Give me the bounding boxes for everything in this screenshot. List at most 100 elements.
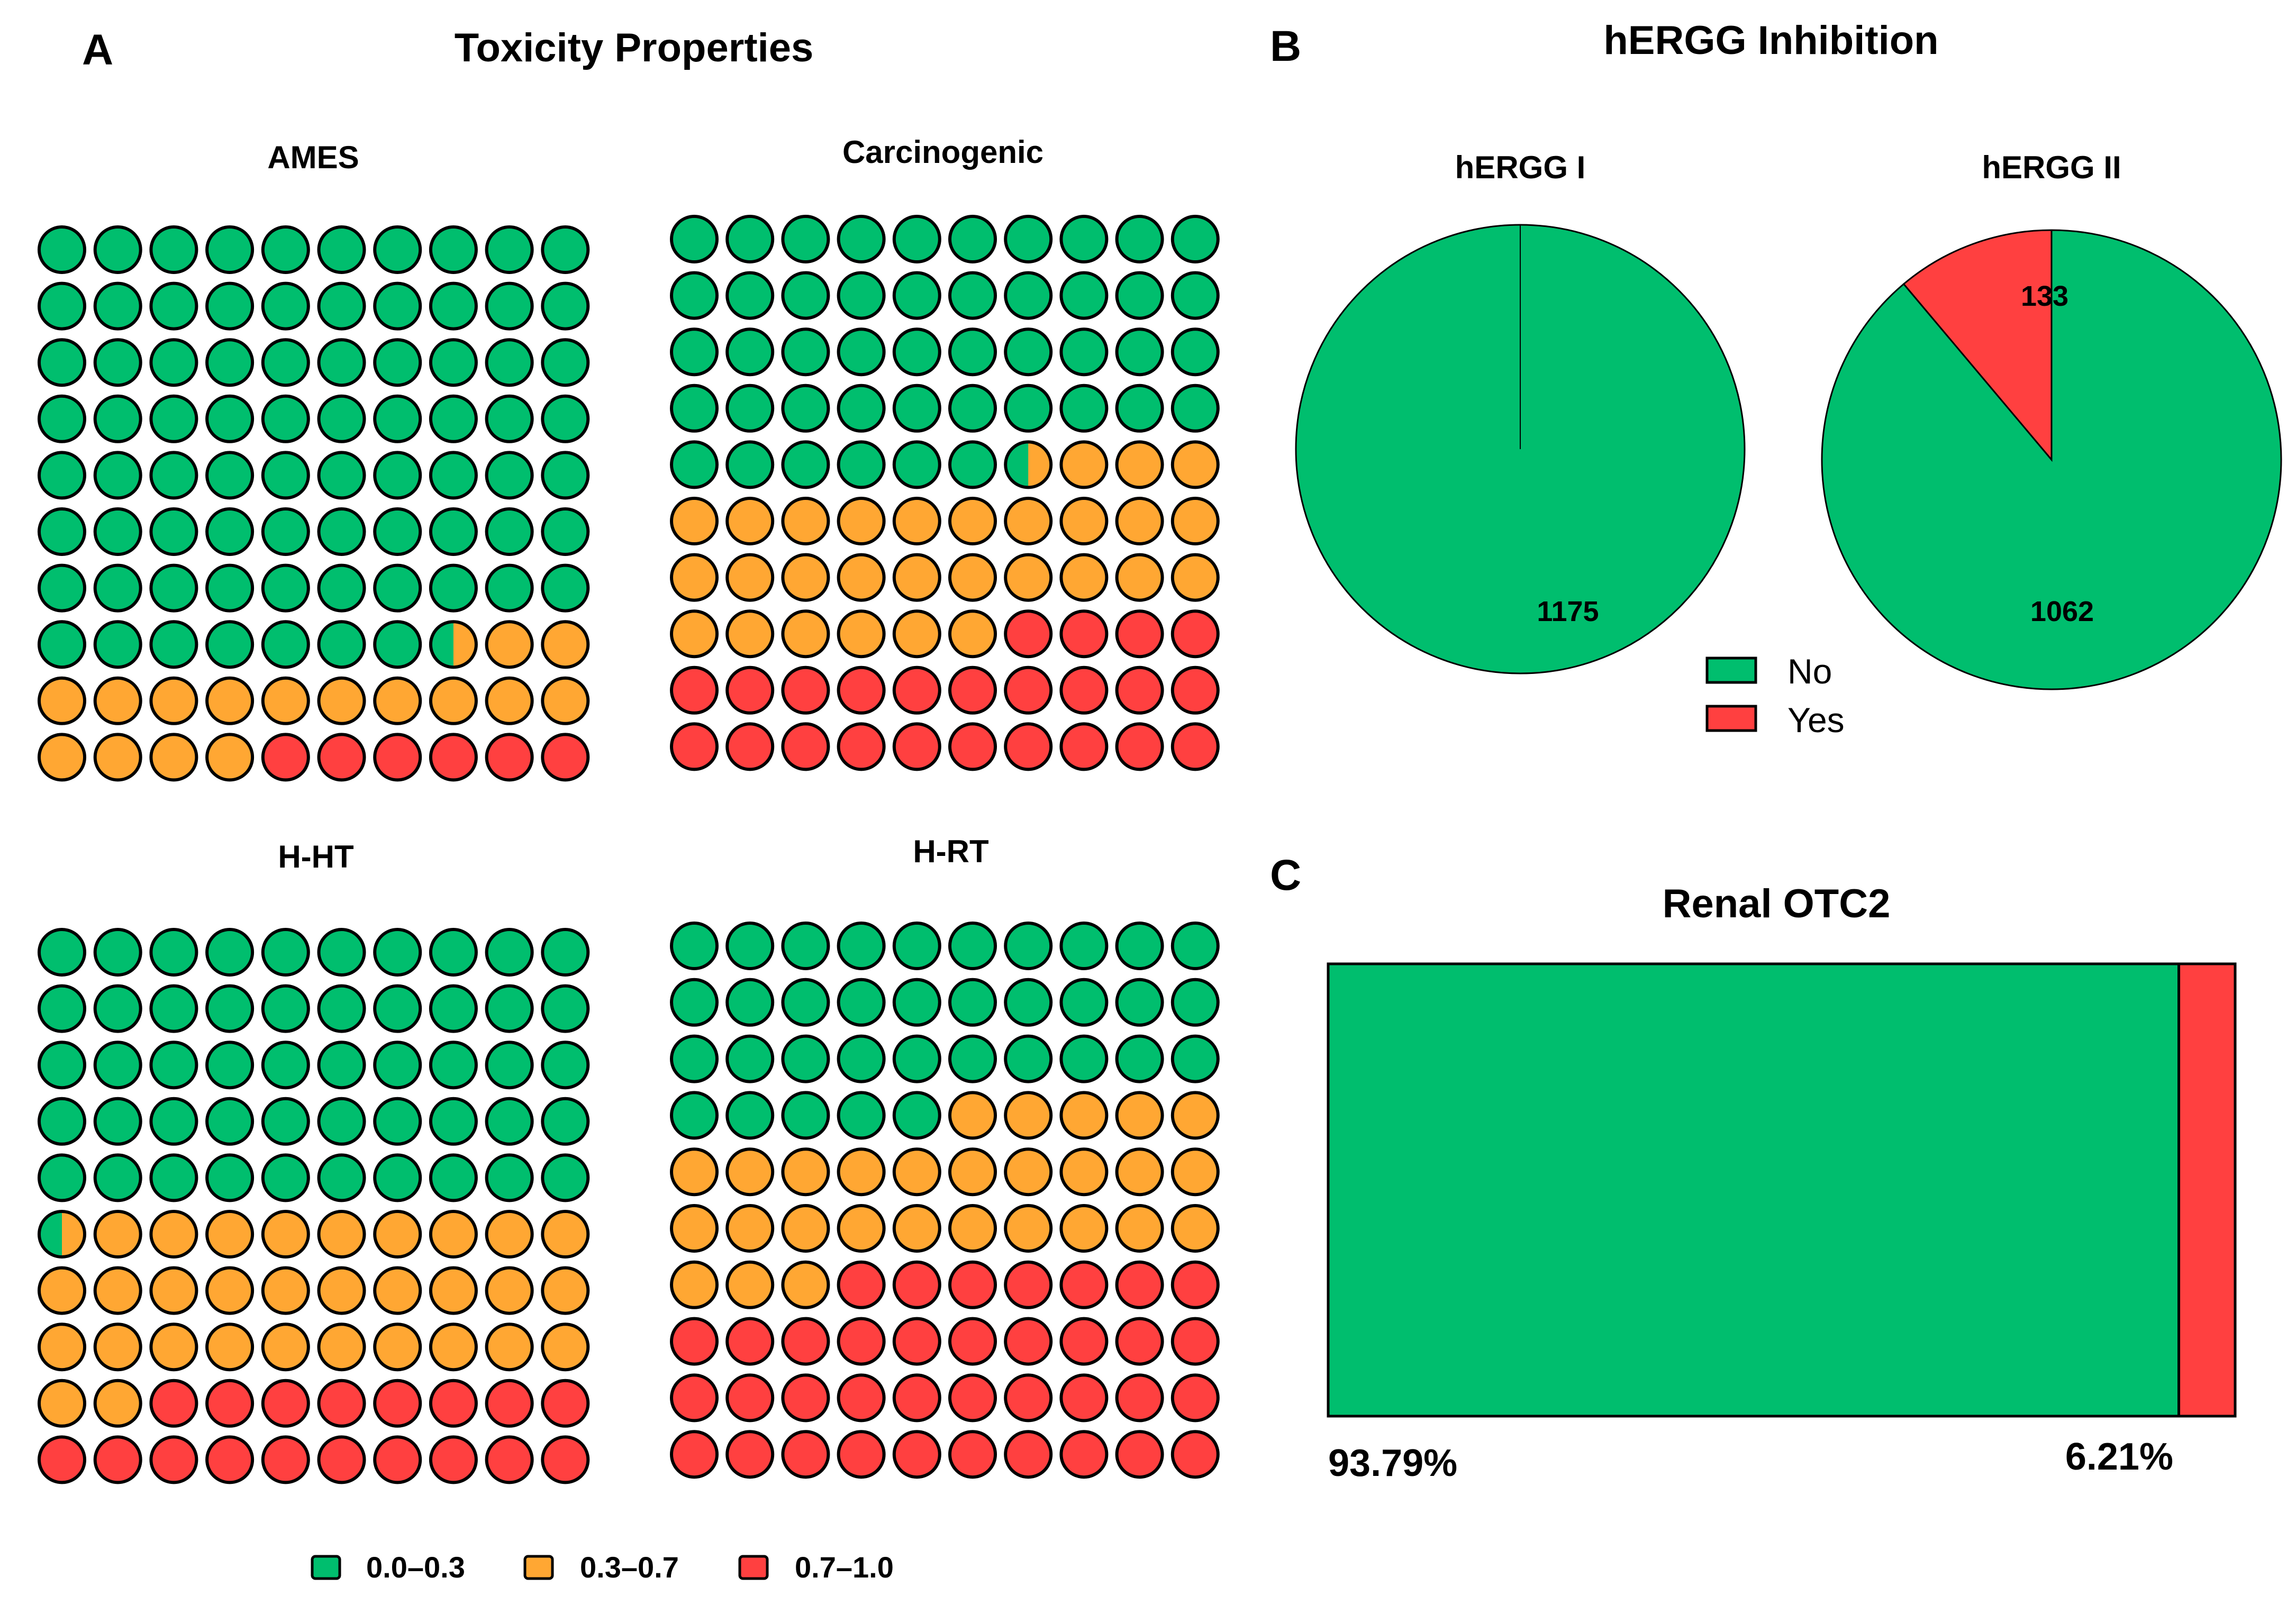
- waffle-cell: [205, 1323, 255, 1372]
- waffle-cell: [837, 978, 886, 1027]
- waffle-cell: [373, 338, 422, 387]
- waffle-cell: [373, 1097, 422, 1146]
- waffle-cell: [781, 609, 830, 659]
- hergg-title: hERGG Inhibition: [1603, 18, 1938, 63]
- waffle-cell: [149, 1435, 198, 1484]
- waffle-cell: [1059, 553, 1109, 602]
- waffle-cell: [892, 722, 941, 771]
- waffle-cell: [429, 733, 478, 782]
- waffle-cell: [892, 553, 941, 602]
- waffle-cell: [541, 338, 590, 387]
- waffle-cell: [485, 1153, 534, 1202]
- waffle-cell: [892, 497, 941, 545]
- waffle-cell: [837, 1260, 886, 1309]
- waffle-cell: [541, 928, 590, 977]
- waffle-cell: [725, 722, 775, 771]
- waffle-cell: [670, 271, 719, 320]
- waffle-cell: [1115, 440, 1164, 489]
- waffle-cell: [670, 553, 719, 602]
- waffle-cell: [948, 1147, 997, 1197]
- waffle-cell: [205, 1435, 255, 1484]
- waffle-cell: [837, 1317, 886, 1366]
- pie-label-hergg-ii-yes: 133: [2021, 280, 2068, 312]
- waffle-cell: [485, 620, 534, 669]
- waffle-cell: [429, 928, 478, 977]
- waffle-cell: [1059, 1204, 1109, 1253]
- waffle-cell: [261, 620, 310, 669]
- waffle-cell: [205, 1266, 255, 1315]
- waffle-cell: [837, 215, 886, 263]
- waffle-cell: [541, 1210, 590, 1259]
- waffle-cell: [725, 271, 775, 320]
- waffle-cell: [1059, 665, 1109, 715]
- waffle-title-h-rt: H-RT: [913, 834, 988, 869]
- waffle-cell: [261, 563, 310, 613]
- waffle-cell: [1115, 1091, 1164, 1140]
- waffle-cell: [317, 563, 366, 613]
- waffle-cell: [670, 497, 719, 545]
- waffle-cell: [892, 1204, 941, 1253]
- waffle-cell: [1170, 384, 1220, 433]
- waffle-cell: [429, 1379, 478, 1428]
- waffle-cell: [38, 1210, 86, 1259]
- waffle-cell: [93, 225, 142, 274]
- waffle-cell: [373, 1323, 422, 1372]
- waffle-cell: [149, 1266, 198, 1315]
- waffle-cell: [1059, 271, 1109, 320]
- waffle-cell: [1115, 1430, 1164, 1479]
- waffle-cell: [670, 665, 719, 715]
- waffle-cell: [541, 225, 590, 274]
- waffle-cell: [1115, 497, 1164, 545]
- waffle-cell: [1004, 722, 1053, 771]
- waffle-cell: [541, 676, 590, 725]
- waffle-cell: [485, 1435, 534, 1484]
- waffle-cell: [485, 451, 534, 500]
- waffle-cell: [892, 1317, 941, 1366]
- waffle-cell: [725, 1034, 775, 1083]
- waffle-cell: [948, 1260, 997, 1309]
- waffle-cell: [725, 1373, 775, 1422]
- waffle-cell: [781, 978, 830, 1027]
- waffle-cell: [485, 733, 534, 782]
- waffle-cell: [38, 620, 86, 669]
- pie-label-hergg-ii-no: 1062: [2030, 596, 2094, 627]
- waffle-cell: [38, 1153, 86, 1202]
- waffle-cell: [725, 1204, 775, 1253]
- waffle-cell: [205, 928, 255, 977]
- waffle-cell: [317, 1153, 366, 1202]
- waffle-cell: [670, 922, 719, 970]
- waffle-cell: [38, 1379, 86, 1428]
- waffle-cell: [1115, 1260, 1164, 1309]
- waffle-cell: [93, 1323, 142, 1372]
- waffle-cell: [781, 497, 830, 545]
- waffle-cell: [205, 563, 255, 613]
- waffle-cell: [38, 1041, 86, 1090]
- waffle-cell: [429, 563, 478, 613]
- legend-label-yes: Yes: [1787, 700, 1845, 740]
- waffle-cell: [261, 928, 310, 977]
- waffle-cell: [373, 507, 422, 556]
- waffle-cell: [373, 1266, 422, 1315]
- legend-swatch-no: [1705, 656, 1757, 684]
- waffle-cell: [485, 225, 534, 274]
- waffle-cell: [948, 440, 997, 489]
- waffle-cell: [1115, 327, 1164, 377]
- waffle-cell: [38, 1097, 86, 1146]
- waffle-cell: [93, 984, 142, 1033]
- waffle-cell: [317, 733, 366, 782]
- waffle-cell: [1004, 1147, 1053, 1197]
- waffle-cell: [541, 1323, 590, 1372]
- waffle-cell: [892, 440, 941, 489]
- waffle-cell: [38, 928, 86, 977]
- waffle-cell: [837, 922, 886, 970]
- waffle-cell: [261, 394, 310, 443]
- waffle-cell: [725, 665, 775, 715]
- waffle-title-h-ht: H-HT: [278, 839, 353, 874]
- waffle-cell: [317, 1266, 366, 1315]
- waffle-cell: [93, 1379, 142, 1428]
- waffle-cell: [725, 553, 775, 602]
- waffle-cell: [670, 215, 719, 263]
- waffle-cell: [670, 1260, 719, 1309]
- waffle-cell: [149, 451, 198, 500]
